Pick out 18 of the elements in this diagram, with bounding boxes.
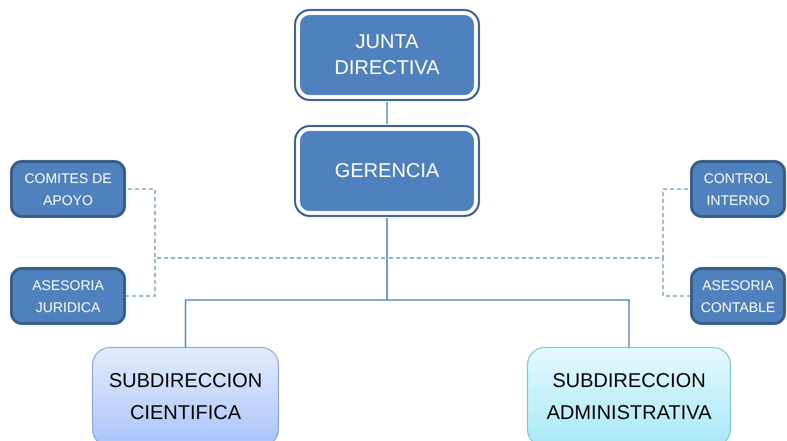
- org-unit-box: [10, 160, 126, 218]
- org-unit-box: [296, 127, 478, 215]
- org-unit-box: [92, 347, 279, 441]
- org-unit-box: [527, 347, 731, 441]
- org-unit-box: [10, 267, 126, 325]
- org-unit-box: [690, 267, 786, 325]
- unit-name: GERENCIA: [334, 159, 440, 184]
- dashed-connector: [386, 218, 690, 297]
- unit-name: COMITES DE APOYO: [23, 169, 113, 210]
- unit-name: ASESORIA CONTABLE: [700, 276, 776, 317]
- unit-name: JUNTA DIRECTIVA: [333, 30, 441, 81]
- unit-name: SUBDIRECCION ADMINISTRATIVA: [546, 369, 712, 426]
- connector-line: [386, 102, 388, 124]
- org-unit-box: [690, 160, 786, 218]
- unit-name: SUBDIRECCION CIENTIFICA: [108, 369, 264, 426]
- unit-name: CONTROL INTERNO: [702, 169, 774, 210]
- unit-name: ASESORIA JURIDICA: [31, 276, 105, 317]
- org-unit-box: [296, 11, 478, 99]
